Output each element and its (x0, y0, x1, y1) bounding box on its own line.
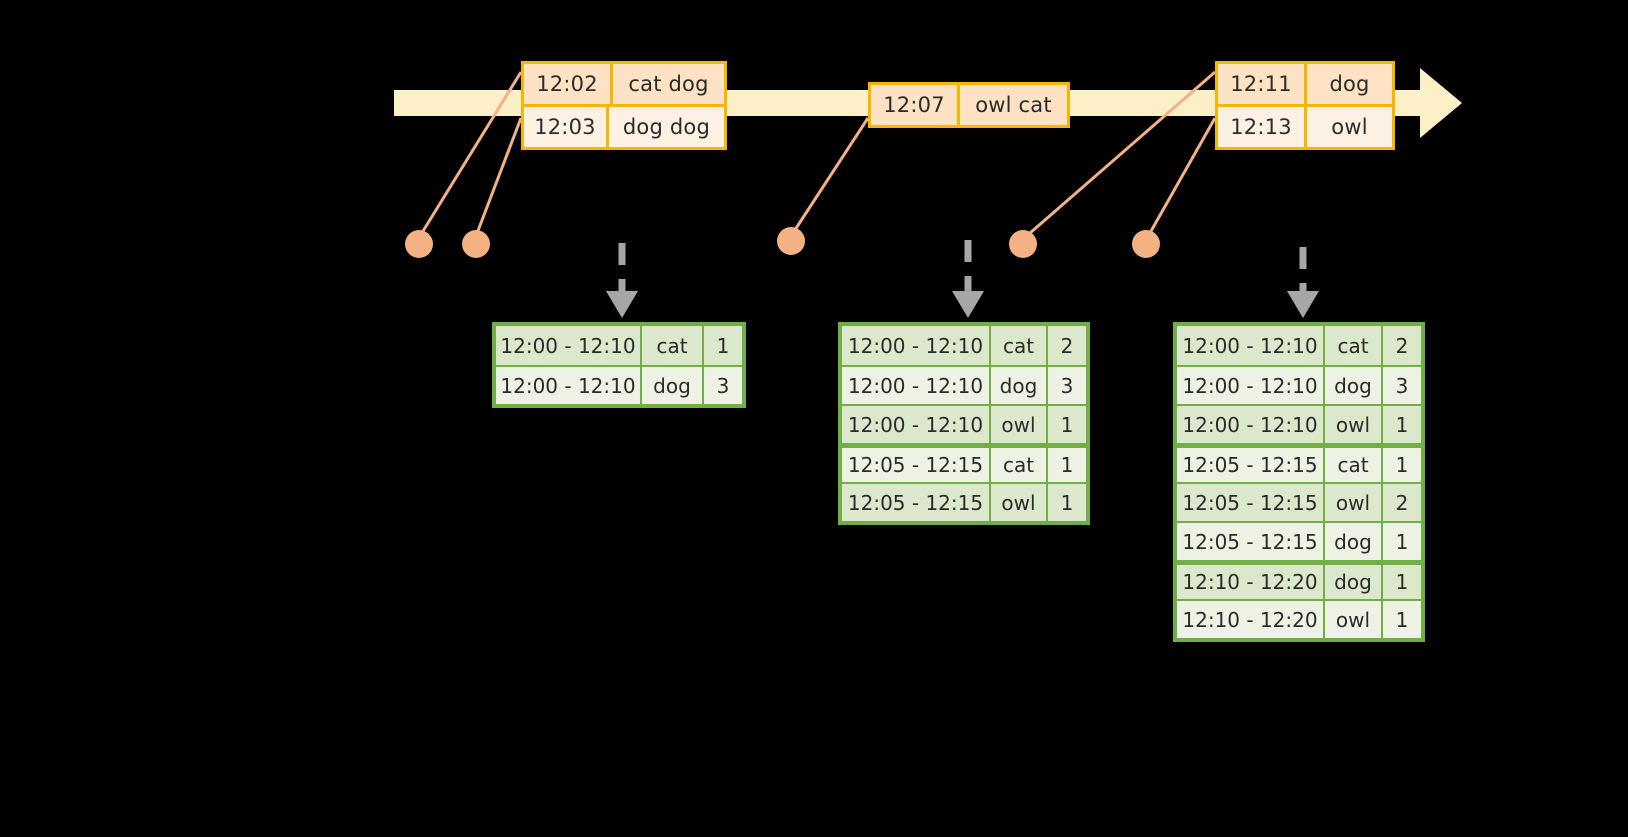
key-cell: dog (1325, 523, 1383, 560)
table-row[interactable]: 12:05 - 12:15 cat 1 (842, 443, 1086, 482)
connector-line-3 (789, 117, 870, 237)
key-cell: cat (991, 326, 1048, 365)
table-row[interactable]: 12:10 - 12:20 dog 1 (1177, 560, 1421, 599)
count-cell: 1 (1395, 529, 1409, 554)
dashed-arrow-heads (606, 291, 1319, 318)
key-cell: dog (991, 367, 1048, 404)
aggregation-table-3[interactable]: 12:00 - 12:10 cat 2 12:00 - 12:10 dog 3 … (1173, 322, 1425, 642)
event-time: 12:03 (524, 107, 609, 147)
window-cell: 12:00 - 12:10 (496, 367, 642, 404)
key-cell: cat (991, 448, 1048, 482)
event-time: 12:13 (1218, 107, 1307, 147)
event-time: 12:02 (524, 64, 613, 104)
source-dot-2 (462, 230, 490, 258)
event-payload: dog dog (622, 115, 710, 139)
count-cell: 1 (716, 333, 730, 358)
event-group-1[interactable]: 12:02 cat dog 12:03 dog dog (521, 61, 727, 150)
table-row[interactable]: 12:05 - 12:15 dog 1 (1177, 521, 1421, 560)
connector-line-4 (1021, 70, 1216, 242)
dashed-arrowhead-icon-2 (952, 291, 984, 318)
event-row[interactable]: 12:02 cat dog (524, 64, 724, 104)
table-row[interactable]: 12:05 - 12:15 owl 1 (842, 482, 1086, 521)
count-cell: 1 (1395, 607, 1409, 632)
event-source-dots (405, 227, 1160, 258)
count-cell: 1 (1395, 412, 1409, 437)
window-cell: 12:05 - 12:15 (1177, 484, 1325, 521)
table-row[interactable]: 12:00 - 12:10 dog 3 (842, 365, 1086, 404)
event-payload: owl (1331, 115, 1368, 139)
window-cell: 12:00 - 12:10 (842, 406, 991, 443)
table-row[interactable]: 12:05 - 12:15 owl 2 (1177, 482, 1421, 521)
count-cell: 1 (1060, 490, 1074, 515)
window-cell: 12:00 - 12:10 (1177, 406, 1325, 443)
key-cell: dog (642, 367, 704, 404)
count-cell: 1 (1060, 453, 1074, 477)
window-cell: 12:10 - 12:20 (1177, 565, 1325, 599)
event-connectors (418, 70, 1217, 242)
count-cell: 2 (1060, 333, 1074, 358)
table-row[interactable]: 12:00 - 12:10 owl 1 (1177, 404, 1421, 443)
dashed-arrowhead-icon-3 (1287, 291, 1319, 318)
key-cell: cat (1325, 326, 1383, 365)
event-payload: cat dog (628, 72, 709, 96)
dashed-arrowhead-icon-1 (606, 291, 638, 318)
event-payload: dog (1329, 72, 1370, 96)
event-time: 12:11 (1218, 64, 1307, 104)
event-row[interactable]: 12:13 owl (1218, 104, 1392, 147)
count-cell: 2 (1395, 490, 1409, 515)
count-cell: 3 (1060, 373, 1074, 398)
window-cell: 12:05 - 12:15 (1177, 523, 1325, 560)
count-cell: 3 (716, 373, 730, 398)
window-cell: 12:05 - 12:15 (842, 484, 991, 521)
window-cell: 12:00 - 12:10 (496, 326, 642, 365)
key-cell: owl (1325, 601, 1383, 638)
aggregation-table-2[interactable]: 12:00 - 12:10 cat 2 12:00 - 12:10 dog 3 … (838, 322, 1090, 525)
event-group-3[interactable]: 12:11 dog 12:13 owl (1215, 61, 1395, 150)
table-row[interactable]: 12:00 - 12:10 cat 2 (842, 326, 1086, 365)
source-dot-4 (1009, 230, 1037, 258)
dashed-arrows (618, 240, 1307, 296)
key-cell: cat (642, 326, 704, 365)
connector-line-1 (418, 71, 523, 237)
key-cell: owl (991, 484, 1048, 521)
event-group-2[interactable]: 12:07 owl cat (868, 82, 1070, 128)
window-cell: 12:00 - 12:10 (1177, 326, 1325, 365)
table-row[interactable]: 12:05 - 12:15 cat 1 (1177, 443, 1421, 482)
key-cell: owl (991, 406, 1048, 443)
table-row[interactable]: 12:10 - 12:20 owl 1 (1177, 599, 1421, 638)
count-cell: 1 (1395, 570, 1409, 594)
table-row[interactable]: 12:00 - 12:10 cat 1 (496, 326, 742, 365)
key-cell: dog (1325, 565, 1383, 599)
count-cell: 3 (1395, 373, 1409, 398)
count-cell: 1 (1060, 412, 1074, 437)
aggregation-table-1[interactable]: 12:00 - 12:10 cat 1 12:00 - 12:10 dog 3 (492, 322, 746, 408)
table-row[interactable]: 12:00 - 12:10 dog 3 (496, 365, 742, 404)
key-cell: owl (1325, 484, 1383, 521)
event-time: 12:07 (871, 85, 960, 125)
table-row[interactable]: 12:00 - 12:10 owl 1 (842, 404, 1086, 443)
source-dot-3 (777, 227, 805, 255)
event-row[interactable]: 12:03 dog dog (524, 104, 724, 147)
window-cell: 12:05 - 12:15 (842, 448, 991, 482)
table-row[interactable]: 12:00 - 12:10 cat 2 (1177, 326, 1421, 365)
key-cell: cat (1325, 448, 1383, 482)
table-row[interactable]: 12:00 - 12:10 dog 3 (1177, 365, 1421, 404)
source-dot-1 (405, 230, 433, 258)
connector-line-5 (1144, 117, 1217, 241)
key-cell: dog (1325, 367, 1383, 404)
event-row[interactable]: 12:07 owl cat (871, 85, 1067, 125)
source-dot-5 (1132, 230, 1160, 258)
count-cell: 1 (1395, 453, 1409, 477)
event-payload: owl cat (975, 93, 1052, 117)
window-cell: 12:00 - 12:10 (1177, 367, 1325, 404)
key-cell: owl (1325, 406, 1383, 443)
count-cell: 2 (1395, 333, 1409, 358)
event-row[interactable]: 12:11 dog (1218, 64, 1392, 104)
window-cell: 12:10 - 12:20 (1177, 601, 1325, 638)
window-cell: 12:05 - 12:15 (1177, 448, 1325, 482)
window-cell: 12:00 - 12:10 (842, 326, 991, 365)
window-cell: 12:00 - 12:10 (842, 367, 991, 404)
connector-line-2 (474, 117, 523, 237)
